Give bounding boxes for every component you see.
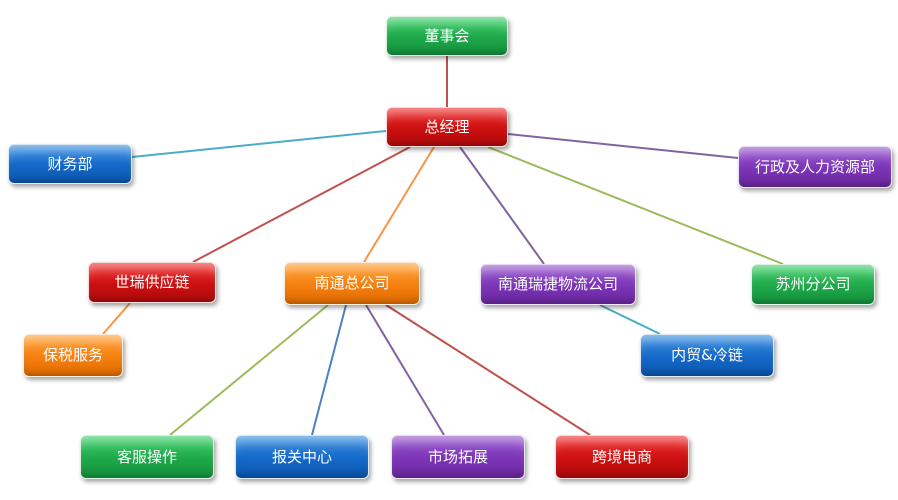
link-shirui-supply-to-bonded <box>102 302 131 335</box>
node-admin-hr-dept[interactable]: 行政及人力资源部 <box>738 146 892 188</box>
node-nantong-hq[interactable]: 南通总公司 <box>284 262 420 305</box>
node-market-development[interactable]: 市场拓展 <box>391 435 525 479</box>
node-nantong-ruijie-logistics[interactable]: 南通瑞捷物流公司 <box>480 264 636 305</box>
link-nantong-hq-to-customer-ops <box>169 304 329 436</box>
node-general-manager[interactable]: 总经理 <box>386 107 508 147</box>
node-shirui-supply-chain[interactable]: 世瑞供应链 <box>88 262 216 303</box>
link-nantong-logistics-to-trade-cold <box>599 304 661 335</box>
node-bonded-service[interactable]: 保税服务 <box>23 334 123 377</box>
node-cross-border-ecommerce[interactable]: 跨境电商 <box>555 435 689 479</box>
link-gm-to-nantong-hq <box>363 146 435 263</box>
node-customs-center[interactable]: 报关中心 <box>235 435 369 479</box>
node-board[interactable]: 董事会 <box>386 16 508 56</box>
link-nantong-hq-to-cross-ecom <box>385 304 591 436</box>
link-gm-to-shirui-supply <box>192 146 411 263</box>
node-customer-service-ops[interactable]: 客服操作 <box>80 435 214 479</box>
node-domestic-trade-cold-chain[interactable]: 内贸&冷链 <box>640 334 774 377</box>
link-nantong-hq-to-market-dev <box>365 304 445 436</box>
link-gm-to-nantong-logistics <box>459 146 545 265</box>
node-suzhou-branch[interactable]: 苏州分公司 <box>751 264 875 305</box>
link-gm-to-finance <box>131 130 387 158</box>
link-gm-to-suzhou-branch <box>487 146 784 265</box>
node-finance-dept[interactable]: 财务部 <box>8 144 132 184</box>
link-gm-to-admin-hr <box>507 133 739 159</box>
link-nantong-hq-to-customs-center <box>311 304 347 436</box>
